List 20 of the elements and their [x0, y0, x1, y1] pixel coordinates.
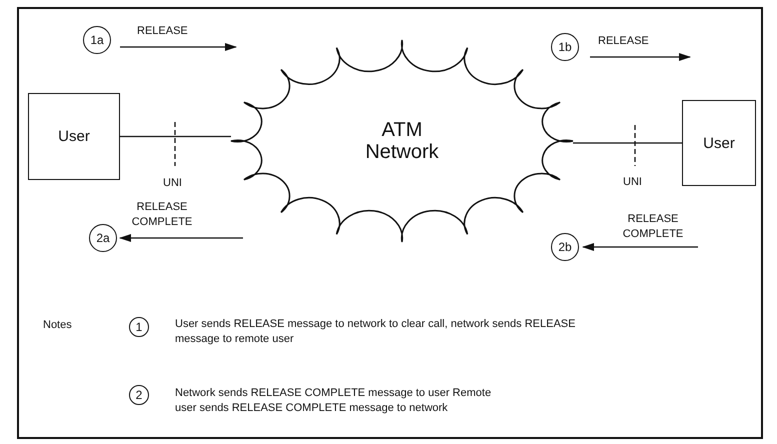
step-number: 2: [129, 385, 149, 405]
message-label: RELEASE COMPLETE: [622, 212, 684, 242]
notes-heading: Notes: [43, 318, 72, 333]
user-box: User: [682, 100, 756, 186]
note-text: User sends RELEASE message to network to clear call, network sends RELEASE message to remote user: [175, 317, 576, 347]
note-text: Network sends RELEASE COMPLETE message to user Remote user sends RELEASE COMPLETE message to network: [175, 386, 492, 416]
step-number: 2b: [551, 233, 579, 261]
step-number: 1b: [551, 33, 579, 61]
message-label: RELEASE COMPLETE: [130, 200, 194, 230]
message-label: RELEASE: [598, 34, 649, 49]
interface-label: UNI: [163, 176, 182, 191]
step-number: 2a: [89, 224, 117, 252]
step-number: 1a: [83, 26, 111, 54]
user-box: User: [28, 93, 120, 180]
connector-line: [120, 136, 231, 138]
message-label: RELEASE: [137, 24, 188, 39]
connector-line: [573, 142, 682, 144]
interface-label: UNI: [623, 175, 642, 190]
step-number: 1: [129, 317, 149, 337]
network-label: ATM Network: [364, 119, 440, 163]
